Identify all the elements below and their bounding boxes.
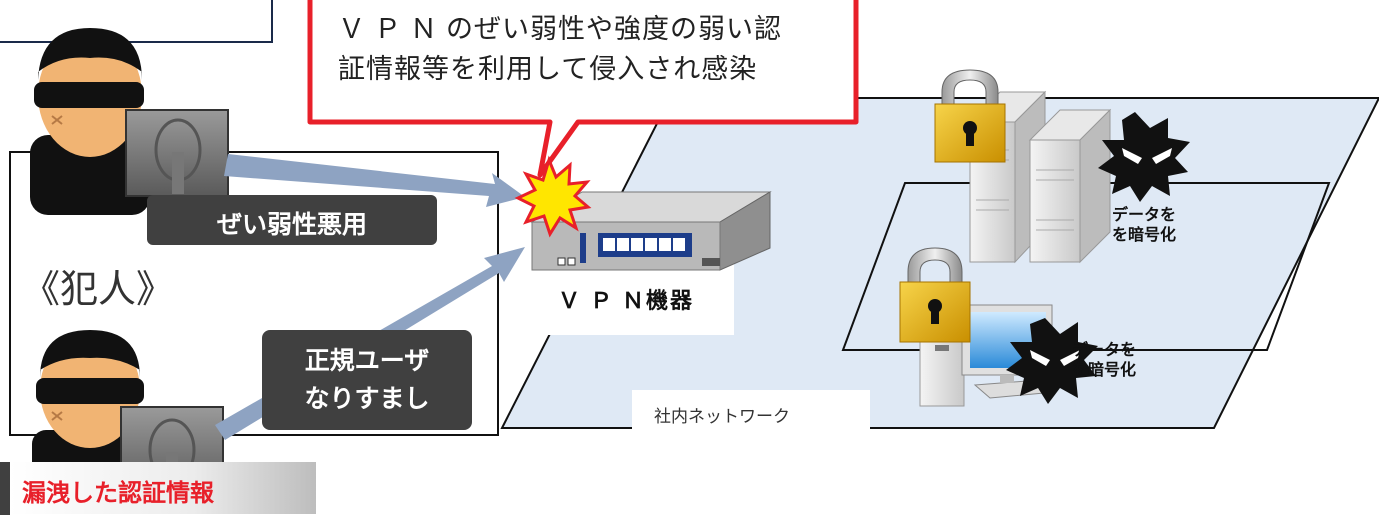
leaked-credentials-banner bbox=[10, 462, 316, 514]
server-icon bbox=[968, 90, 1112, 264]
pc-status-line2: を暗号化 bbox=[1072, 360, 1137, 379]
callout-line1-rest: のぜい弱性や強度の弱い認 bbox=[446, 14, 782, 45]
vpn-label-spaced: ＶＰ bbox=[558, 289, 623, 314]
pc-status-line1: データを bbox=[1072, 340, 1137, 359]
impersonation-pill bbox=[262, 330, 472, 430]
infection-burst-icon bbox=[514, 155, 592, 238]
attacker-group-label: 《犯人》 bbox=[22, 267, 175, 311]
exploit-label: ぜい弱性悪用 bbox=[216, 210, 367, 239]
callout-bubble bbox=[307, 0, 859, 178]
vpn-device-icon bbox=[524, 191, 772, 335]
server-malware-icon bbox=[1098, 112, 1190, 202]
callout-line2: 証情報等を利用して侵入され感染 bbox=[338, 54, 758, 85]
exploit-pill bbox=[147, 195, 437, 245]
network-label: 社内ネットワーク bbox=[654, 407, 790, 427]
exploit-arrow bbox=[224, 154, 525, 207]
pc-malware-icon bbox=[1006, 318, 1098, 404]
server-status-line2: を暗号化 bbox=[1112, 225, 1177, 244]
vpn-label-rest: Ｎ機器 bbox=[622, 289, 695, 314]
server-encrypted-status: データを を暗号化 bbox=[1112, 205, 1176, 245]
inner-segment-area bbox=[841, 182, 1331, 351]
attacker-1-icon bbox=[30, 28, 229, 215]
network-label-tab bbox=[632, 390, 870, 435]
callout-line1-spaced: ＶＰＮ bbox=[338, 14, 446, 45]
top-left-frame bbox=[0, 0, 273, 43]
impersonation-label-line2: なりすまし bbox=[304, 384, 430, 413]
server-lock-icon bbox=[934, 69, 1006, 163]
pc-encrypted-status: データを を暗号化 bbox=[1072, 340, 1136, 380]
impersonation-label-line1: 正規ユーザ bbox=[304, 346, 430, 375]
callout-text: ＶＰＮのぜい弱性や強度の弱い認 証情報等を利用して侵入され感染 bbox=[338, 10, 782, 90]
pc-lock-icon bbox=[899, 247, 971, 343]
impersonation-label: 正規ユーザ なりすまし bbox=[262, 342, 472, 418]
vpn-device-label: ＶＰＮ機器 bbox=[558, 283, 694, 315]
server-status-line1: データを bbox=[1112, 205, 1177, 224]
leaked-credentials-label: 漏洩した認証情報 bbox=[22, 479, 214, 507]
